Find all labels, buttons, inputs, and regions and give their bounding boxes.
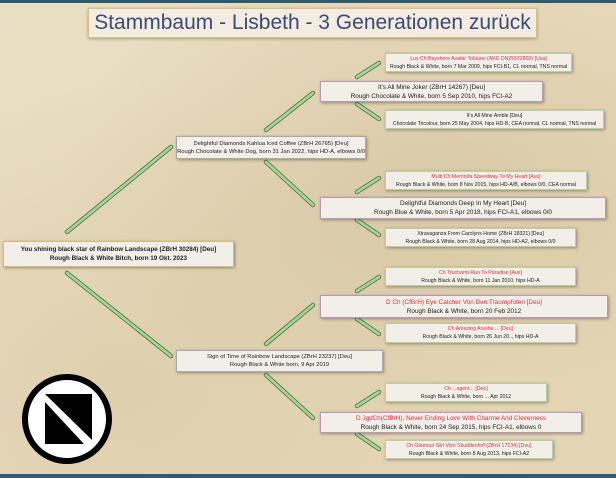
great-grandparent[interactable]: Ch Glamour Girl Vom Skuddenhof (ZBrH 171… — [385, 440, 553, 459]
top-frame-bar — [0, 0, 616, 3]
dog-name: Ch Glamour Girl Vom Skuddenhof (ZBrH 171… — [406, 442, 532, 449]
great-grandparent[interactable]: Lux Ch Bayshore Avatar Tobiano (AKC DN25… — [385, 53, 572, 72]
dog-details: Rough Black & White Bitch, born 19 Okt. … — [49, 255, 188, 262]
dog-details: Rough Black & White, born 26 Jun 20.., h… — [422, 334, 539, 340]
grandparent[interactable]: It's All Mine Joker (ZBrH 14267) [Deu] R… — [320, 81, 543, 102]
pedigree-subject[interactable]: You shining black star of Rainbow Landsc… — [3, 241, 234, 267]
dog-name: Xtravaganza From Carolyns Home (ZBrH 183… — [417, 230, 544, 237]
grandparent[interactable]: D JgdCh(CfBrH), Never Ending Love With C… — [320, 412, 582, 433]
great-grandparent[interactable]: Xtravaganza From Carolyns Home (ZBrH 183… — [385, 228, 576, 247]
dog-details: Rough Black & White, born ... Apr 2012 — [420, 393, 512, 400]
great-grandparent[interactable]: Multi Ch Merrinda Speedway To My Heart [… — [385, 171, 587, 190]
dog-details: Rough Chocolate & White, born 5 Sep 2010… — [350, 92, 513, 100]
dog-details: Chocolate Tricolour, born 25 May 2004, h… — [392, 120, 597, 127]
dam[interactable]: Sign of Time of Rainbow Landscape (ZBrH … — [176, 350, 383, 372]
dog-name: Delightful Diamonds Kahlua Iced Coffee (… — [193, 140, 349, 147]
dog-details: Rough Black & White born, 9 Apr 2019 — [229, 362, 330, 368]
great-grandparent[interactable]: Ch Amazing Arusha ... [Deu] Rough Black … — [385, 323, 576, 343]
great-grandparent[interactable]: It's All Mine Amble [Deu] Chocolate Tric… — [385, 110, 604, 129]
dog-name: Multi Ch Merrinda Speedway To My Heart [… — [431, 173, 541, 180]
dog-name: It's All Mine Amble [Deu] — [466, 112, 523, 119]
dog-name: Delightful Diamonds Deep In My Heart [De… — [399, 200, 527, 207]
grandparent[interactable]: D Ch (CfBrH) Eye Catcher Von Den Traumpf… — [320, 295, 608, 318]
dog-details: Rough Black & White, born 20 Feb 2012 — [406, 307, 522, 315]
grandparent[interactable]: Delightful Diamonds Deep In My Heart [De… — [320, 197, 606, 219]
bottom-frame-bar — [0, 474, 616, 478]
great-grandparent[interactable]: Ch ...agent... [Deu] Rough Black & White… — [385, 383, 547, 402]
dog-details: Rough Black & White, born 8 Nov 2015, hi… — [396, 181, 576, 188]
dog-name: D JgdCh(CfBrH), Never Ending Love With C… — [355, 414, 547, 422]
great-grandparent[interactable]: Ch Trucharm Run To Paradise [Aus] Rough … — [385, 267, 576, 286]
dog-name: It's All Mine Joker (ZBrH 14267) [Deu] — [377, 83, 486, 91]
dog-details: Rough Black & White, born 24 Sep 2015, h… — [360, 423, 542, 431]
dog-details: Rough Black & White, born 8 Aug 2013, hi… — [408, 450, 530, 457]
dog-name: Ch ...agent... [Deu] — [444, 385, 488, 392]
dog-details: Rough Black & White, born 11 Jan 2010, h… — [421, 277, 540, 284]
page-title: Stammbaum - Lisbeth - 3 Generationen zur… — [88, 8, 537, 38]
dog-name: Ch Amazing Arusha ... [Deu] — [447, 326, 514, 332]
dog-name: Sign of Time of Rainbow Landscape (ZBrH … — [207, 354, 352, 360]
dog-details: Rough Black & White, born 7 Mar 2009, hi… — [389, 63, 568, 70]
dog-details: Rough Blue & White, born 5 Apr 2018, hip… — [374, 209, 552, 216]
dog-name: D Ch (CfBrH) Eye Catcher Von Den Traumpf… — [386, 298, 542, 306]
dog-details: Rough Black & White, born 28 Aug 2014, h… — [405, 238, 556, 245]
dog-name: Ch Trucharm Run To Paradise [Aus] — [439, 269, 522, 276]
overlay-logo-icon — [22, 374, 112, 464]
dog-details: Rough Chocolate & White Dog, born 31 Jan… — [177, 148, 365, 155]
dog-name: Lux Ch Bayshore Avatar Tobiano (AKC DN25… — [410, 55, 547, 62]
dog-name: You shining black star of Rainbow Landsc… — [20, 246, 217, 253]
sire[interactable]: Delightful Diamonds Kahlua Iced Coffee (… — [176, 136, 366, 159]
